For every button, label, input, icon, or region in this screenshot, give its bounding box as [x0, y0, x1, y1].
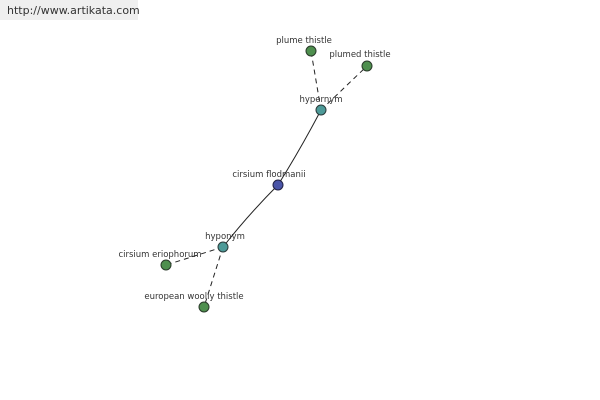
node-hypernym-marker[interactable]	[315, 104, 327, 116]
node-center[interactable]: cirsium flodmanii	[232, 170, 306, 191]
node-plume-thistle-label: plume thistle	[276, 36, 332, 46]
node-cirsium-eriophorum-marker[interactable]	[160, 259, 172, 271]
edge-hyponym-cirsium-eriophorum	[165, 246, 224, 266]
node-plume-thistle-marker[interactable]	[305, 45, 317, 57]
node-center-label: cirsium flodmanii	[232, 170, 305, 180]
watermark-url: http://www.artikata.com	[7, 4, 140, 17]
node-plumed-thistle[interactable]: plumed thistle	[329, 50, 391, 72]
edge-hypernym-plume-thistle	[310, 50, 322, 111]
node-cirsium-eriophorum[interactable]: cirsium eriophorum	[118, 250, 202, 271]
edge-center-hypernym	[277, 109, 322, 186]
edge-hyponym-european-woolly-thistle	[203, 246, 224, 308]
node-plumed-thistle-marker[interactable]	[361, 60, 373, 72]
edge-hypernym-plumed-thistle	[320, 65, 368, 111]
node-european-woolly-thistle[interactable]: european woolly thistle	[144, 292, 244, 313]
node-european-woolly-thistle-label: european woolly thistle	[144, 292, 243, 302]
watermark-banner: http://www.artikata.com	[0, 0, 140, 20]
node-european-woolly-thistle-marker[interactable]	[198, 301, 210, 313]
node-hyponym[interactable]: hyponym	[205, 232, 245, 253]
node-hyponym-label: hyponym	[205, 232, 245, 242]
node-plumed-thistle-label: plumed thistle	[329, 50, 390, 60]
node-center-marker[interactable]	[272, 179, 284, 191]
node-cirsium-eriophorum-label: cirsium eriophorum	[118, 250, 201, 260]
node-hyponym-marker[interactable]	[217, 241, 229, 253]
node-hypernym[interactable]: hypernym	[299, 95, 343, 116]
node-plume-thistle[interactable]: plume thistle	[276, 36, 332, 57]
edge-center-hyponym	[222, 184, 279, 248]
node-hypernym-label: hypernym	[299, 95, 342, 105]
